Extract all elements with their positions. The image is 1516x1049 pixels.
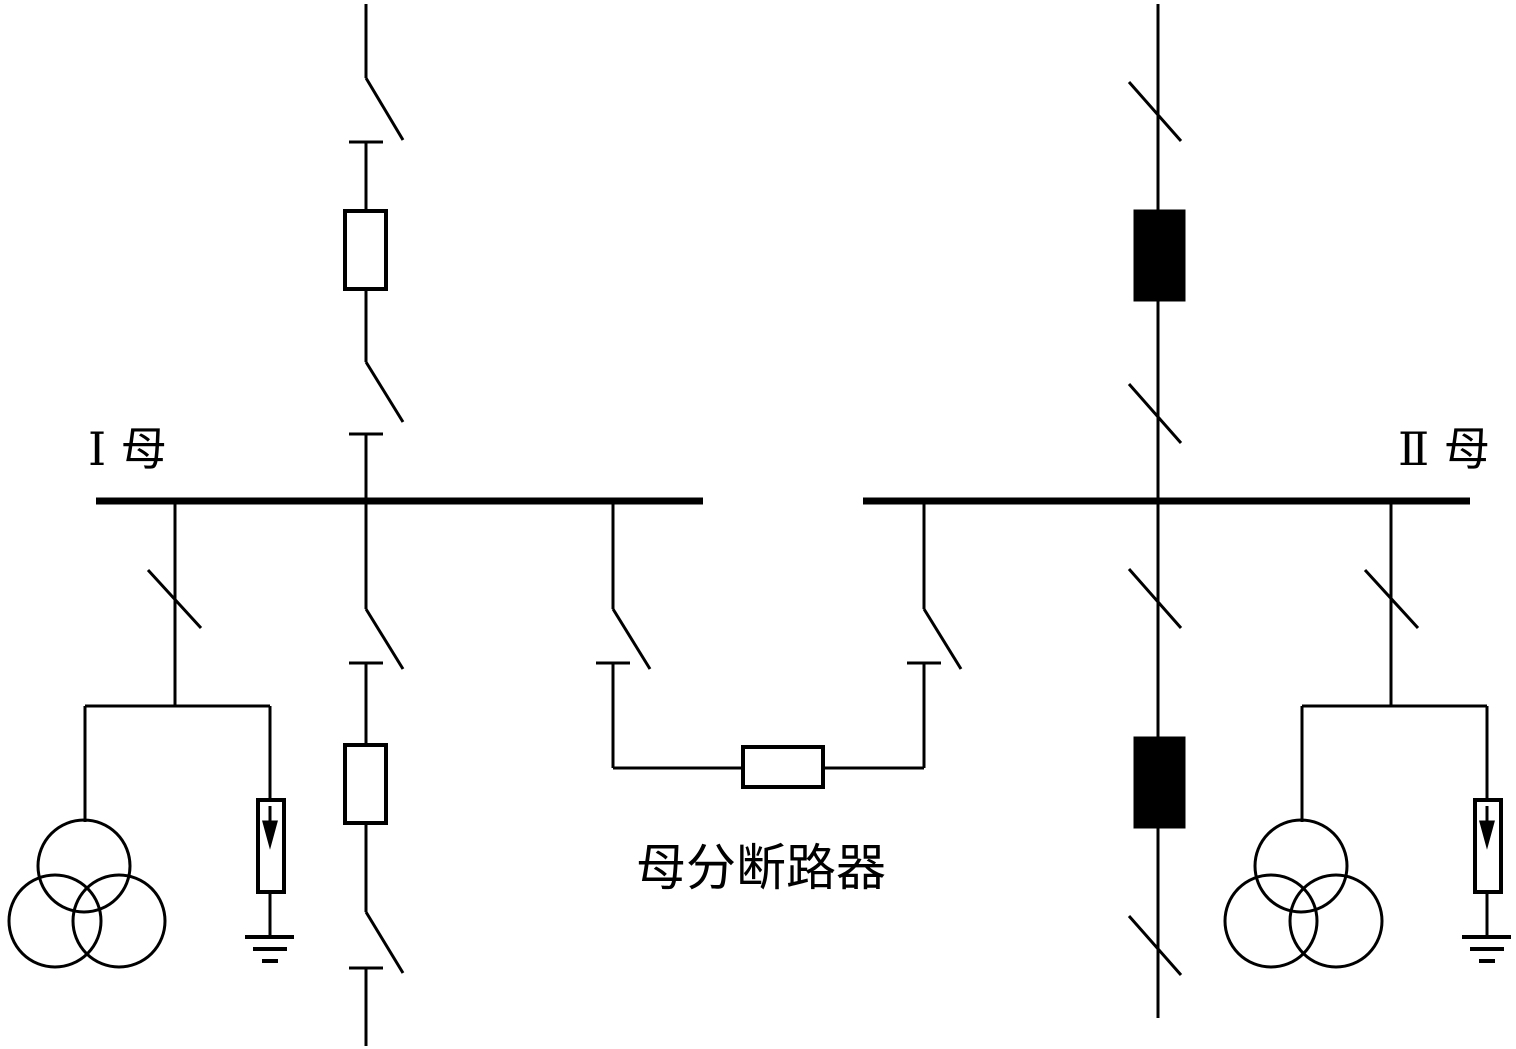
bus-tie-breaker-icon [741, 745, 825, 789]
disconnect-switch-icon [349, 911, 405, 974]
disconnect-switch-icon [907, 608, 963, 670]
feeder-2-upper [1127, 4, 1186, 501]
pt-branch-2 [1223, 501, 1511, 969]
bus-tie-branch [596, 501, 963, 789]
disconnect-switch-icon [349, 361, 405, 436]
disconnect-switch-icon [596, 608, 652, 670]
disconnect-switch-icon [349, 608, 405, 670]
transformer-icon [7, 818, 167, 969]
bus-2-label: Ⅱ 母 [1398, 422, 1490, 476]
transformer-icon [1223, 818, 1384, 969]
breaker-closed-icon [1133, 736, 1186, 829]
pt-branch-1 [7, 501, 294, 969]
breaker-slash-icon [1127, 915, 1183, 976]
fuse-icon [343, 743, 388, 825]
feeder-1-lower [343, 501, 405, 1046]
fuse-icon [343, 209, 388, 291]
breaker-slash-icon [1363, 568, 1420, 630]
ground-icon [1462, 935, 1511, 963]
bus-1-label: Ⅰ 母 [88, 422, 167, 476]
arrester-icon [256, 798, 286, 894]
breaker-slash-icon [1127, 81, 1183, 142]
ground-icon [245, 935, 294, 963]
disconnect-switch-icon [349, 77, 405, 144]
bus-tie-breaker-label: 母分断路器 [636, 839, 886, 897]
breaker-slash-icon [146, 568, 203, 630]
breaker-slash-icon [1127, 383, 1183, 444]
breaker-slash-icon [1127, 568, 1183, 629]
breaker-closed-icon [1133, 209, 1186, 302]
feeder-1-upper [343, 4, 405, 501]
feeder-2-lower [1127, 501, 1186, 1018]
arrester-icon [1473, 798, 1503, 894]
